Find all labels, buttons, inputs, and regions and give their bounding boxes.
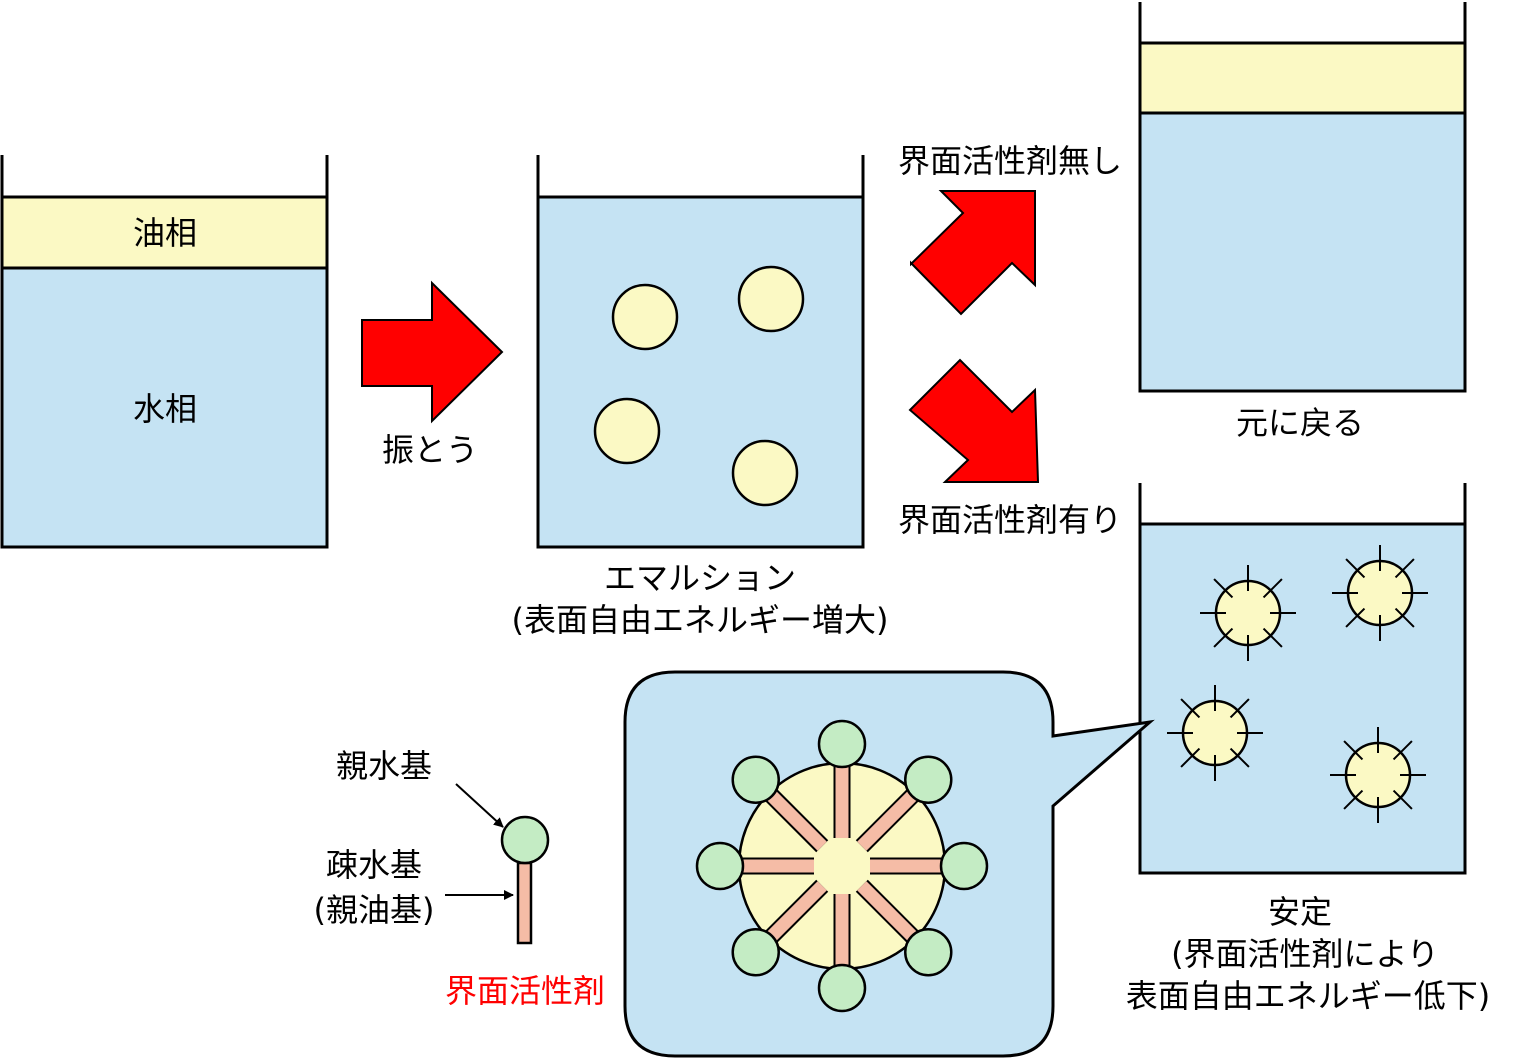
beaker-outline (1138, 483, 1467, 875)
hydrophilic-head (500, 815, 550, 865)
surfactant-stroke (1343, 789, 1364, 810)
hydrophilic-head (817, 719, 867, 769)
hydrophilic-head (695, 841, 745, 891)
surfactant-stroke (1394, 607, 1415, 628)
pointer-hydrophilic (455, 783, 504, 828)
hydrophilic-head (817, 963, 867, 1013)
surfactant-stroke (1345, 607, 1366, 628)
surfactant-stroke (1229, 698, 1250, 719)
hydrophobic-tail (516, 861, 533, 945)
hydrophilic-head (731, 928, 780, 977)
surfactant-stroke (1394, 558, 1415, 579)
hydrophobic-tail (766, 881, 827, 942)
oil-droplet (731, 439, 799, 507)
stabilized-droplet (1167, 685, 1263, 781)
oil-phase-label: 油相 (133, 214, 197, 252)
beaker-outline (1138, 2, 1467, 393)
micelle-surfactant (855, 755, 953, 853)
surfactant-stroke (1180, 698, 1201, 719)
oil-droplet (737, 265, 805, 333)
beaker-reverted (1138, 2, 1467, 393)
hydrophilic-label: 親水基 (336, 747, 432, 785)
shake-label: 振とう (382, 431, 478, 469)
hydrophilic-head (904, 755, 953, 804)
surfactant-stroke (1392, 789, 1413, 810)
micelle-surfactant (695, 841, 814, 891)
emulsion-water (538, 197, 863, 547)
beaker-separated: 油相 水相 (0, 155, 329, 549)
beaker-outline (0, 155, 329, 549)
surfactant-molecule (500, 815, 550, 945)
beaker-outline (536, 155, 865, 549)
no-surfactant-label: 界面活性剤無し (898, 142, 1122, 180)
stabilized-droplet (1330, 727, 1426, 823)
hydrophobic-tail (857, 881, 918, 942)
micelle-surfactant (870, 841, 989, 891)
arrow-with-surfactant (908, 358, 1040, 483)
lipophilic-label: (親油基) (314, 891, 435, 929)
stabilized-droplet (1332, 545, 1428, 641)
hydrophilic-head (731, 755, 780, 804)
hydrophobic-label: 疎水基 (326, 846, 422, 884)
emulsion-caption-sub: (表面自由エネルギー増大) (512, 601, 889, 639)
arrow-no-surfactant (910, 190, 1036, 316)
stabilized-caption: 安定 (1268, 893, 1332, 931)
surfactant-stroke (1213, 578, 1234, 599)
surfactant-stroke (1229, 747, 1250, 768)
water-layer (2, 268, 327, 547)
water-layer (1140, 113, 1465, 391)
stabilized-droplet (1200, 565, 1296, 661)
hydrophobic-tail (857, 790, 918, 851)
water-phase-label: 水相 (133, 390, 197, 428)
oil-layer (1140, 43, 1465, 113)
beaker-emulsion (536, 155, 865, 549)
surfactant-name: 界面活性剤 (445, 972, 605, 1010)
hydrophilic-head (939, 841, 989, 891)
emulsion-caption: エマルション (604, 559, 796, 597)
oil-droplet (611, 283, 679, 351)
surfactant-stroke (1262, 627, 1283, 648)
hydrophobic-tail (766, 790, 827, 851)
surfactant-stroke (1392, 740, 1413, 761)
shake-arrow (361, 280, 504, 424)
micelle-surfactant (817, 894, 867, 1013)
oil-droplet (593, 397, 661, 465)
micelle-surfactant (731, 755, 829, 853)
micelle-surfactant (731, 879, 829, 977)
surfactant-stroke (1213, 627, 1234, 648)
stabilized-caption-sub1: (界面活性剤により (1171, 935, 1439, 973)
surfactant-stroke (1262, 578, 1283, 599)
stabilized-caption-sub2: 表面自由エネルギー低下) (1126, 977, 1491, 1015)
reverted-caption: 元に戻る (1236, 404, 1364, 442)
stabilized-water (1140, 524, 1465, 873)
oil-layer (2, 197, 327, 268)
hydrophilic-head (904, 928, 953, 977)
micelle-surfactant (855, 879, 953, 977)
surfactant-stroke (1345, 558, 1366, 579)
beaker-stabilized (1138, 483, 1467, 875)
surfactant-stroke (1343, 740, 1364, 761)
micelle-center (820, 844, 864, 888)
with-surfactant-label: 界面活性剤有り (898, 501, 1122, 539)
surfactant-stroke (1180, 747, 1201, 768)
micelle-surfactant (817, 719, 867, 838)
micelle-zoom (695, 719, 989, 1013)
